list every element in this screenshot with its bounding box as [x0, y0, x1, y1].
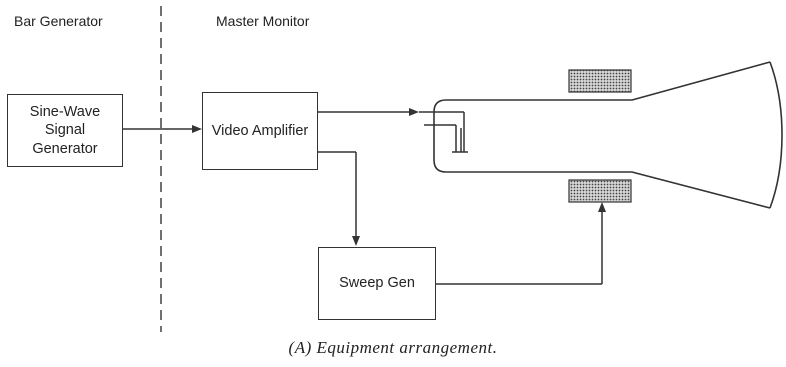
signal-generator-label: Sine-Wave Signal Generator — [29, 104, 101, 157]
deflection-coil-top — [568, 69, 632, 93]
video-amplifier-block: Video Amplifier — [202, 92, 318, 170]
sweep-gen-label: Sweep Gen — [339, 275, 415, 292]
amplifier-to-sweep-arrow — [318, 151, 360, 246]
section-label-bar-generator: Bar Generator — [14, 13, 103, 29]
crt-tube — [433, 61, 783, 209]
figure-caption: (A) Equipment arrangement. — [288, 338, 498, 357]
signal-to-amplifier-arrow — [123, 125, 202, 133]
sweep-gen-block: Sweep Gen — [318, 247, 436, 320]
sine-wave-signal-generator-block: Sine-Wave Signal Generator — [7, 94, 123, 167]
video-amplifier-label: Video Amplifier — [211, 122, 309, 139]
electron-gun — [424, 124, 468, 153]
section-label-master-monitor: Master Monitor — [216, 13, 310, 29]
deflection-coil-bottom — [568, 179, 632, 203]
sweep-to-coil-arrow — [436, 202, 606, 285]
amplifier-to-crt-arrow — [318, 108, 465, 152]
